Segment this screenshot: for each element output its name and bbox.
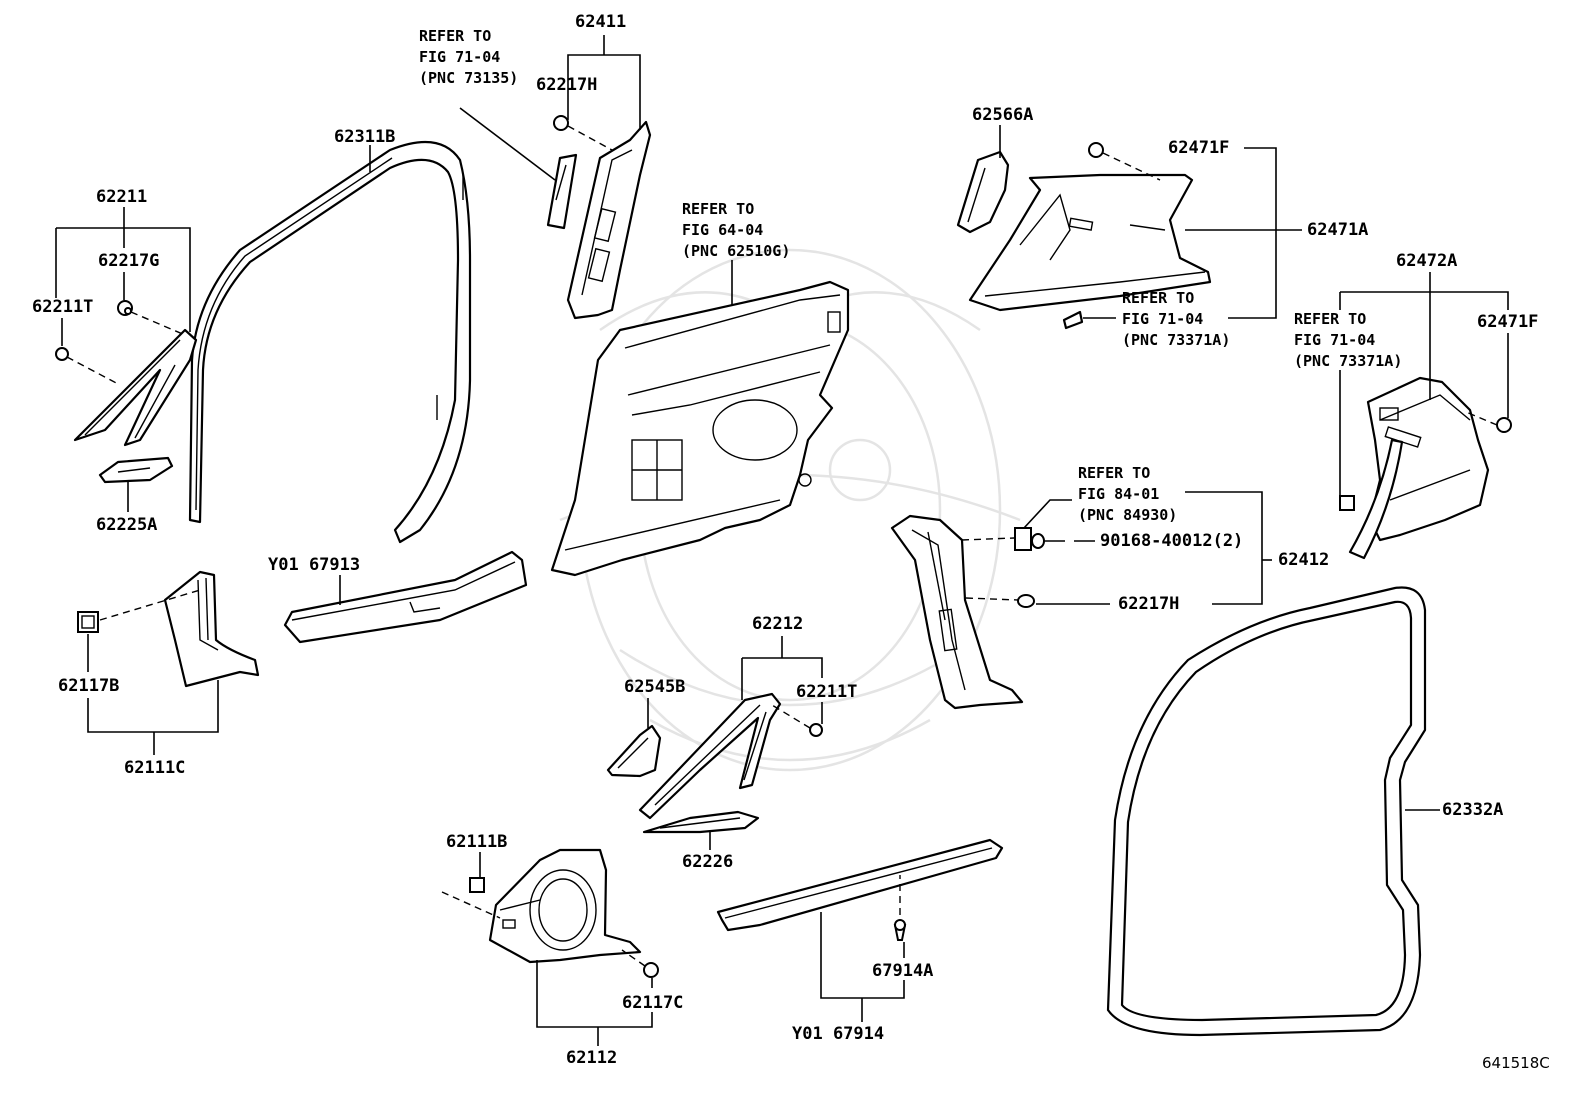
part-62311B-weatherstrip[interactable] — [188, 140, 472, 544]
dash-62117C — [621, 949, 646, 967]
label-62472A[interactable]: 62472A — [1396, 251, 1458, 271]
label-62117C[interactable]: 62117C — [622, 993, 684, 1013]
part-62510G-quarter-trim — [550, 280, 850, 577]
dash-62111B — [441, 891, 501, 919]
dash-62217H-mid — [965, 597, 1019, 601]
dash-62117B — [99, 589, 201, 621]
label-62225A[interactable]: 62225A — [96, 515, 158, 535]
label-62211T-mid[interactable]: 62211T — [796, 682, 858, 702]
bolt-90168-40012[interactable] — [1031, 533, 1065, 549]
part-Y0167914-scuff-plate[interactable] — [716, 838, 1004, 932]
label-62211T-left[interactable]: 62211T — [32, 297, 94, 317]
dash-62217G — [130, 311, 186, 336]
dash-62211T-mid — [771, 704, 811, 729]
label-62212[interactable]: 62212 — [752, 614, 804, 634]
part-Y0167913-scuff-plate[interactable] — [283, 550, 528, 644]
refer-note-73135: REFER TO FIG 71-04 (PNC 73135) — [419, 27, 519, 87]
part-62471A-quarter-trim-upper[interactable] — [968, 173, 1212, 312]
part-62566A-cover[interactable] — [956, 150, 1010, 234]
label-62471F-right[interactable]: 62471F — [1477, 312, 1539, 332]
label-62471F-top[interactable]: 62471F — [1168, 138, 1230, 158]
label-62332A[interactable]: 62332A — [1442, 800, 1504, 820]
part-62111C-cowl-side-trim[interactable] — [163, 570, 260, 688]
label-62217H-mid[interactable]: 62217H — [1118, 594, 1180, 614]
dash-84930 — [961, 537, 1015, 541]
part-73371A-clip-mid — [1062, 310, 1084, 330]
part-62412-center-pillar-lower-garnish[interactable] — [890, 514, 1024, 710]
refer-note-62510G: REFER TO FIG 64-04 (PNC 62510G) — [682, 200, 791, 260]
label-62311B[interactable]: 62311B — [334, 127, 396, 147]
dash-62471F-right — [1465, 411, 1498, 426]
label-90168-40012[interactable]: 90168-40012(2) — [1100, 531, 1244, 551]
label-67914A[interactable]: 67914A — [872, 961, 934, 981]
label-62111C[interactable]: 62111C — [124, 758, 186, 778]
label-62217G[interactable]: 62217G — [98, 251, 160, 271]
part-73371A-clip-right — [1339, 495, 1355, 511]
label-62471A[interactable]: 62471A — [1307, 220, 1369, 240]
clip-62471F-right[interactable] — [1496, 417, 1512, 433]
clip-62217G[interactable] — [117, 300, 133, 316]
part-62545B-cover[interactable] — [606, 724, 662, 778]
dash-62217H-top — [567, 125, 613, 151]
part-62226-piece[interactable] — [642, 810, 760, 834]
clip-62111B[interactable] — [469, 877, 485, 893]
clip-62217H-mid[interactable] — [1017, 594, 1035, 608]
dash-62471F-top — [1102, 152, 1161, 181]
clip-62211T-mid[interactable] — [809, 723, 823, 737]
clip-62117C[interactable] — [643, 962, 659, 978]
label-62117B[interactable]: 62117B — [58, 676, 120, 696]
refer-note-73371A-mid: REFER TO FIG 71-04 (PNC 73371A) — [1122, 289, 1231, 349]
clip-62217H-top[interactable] — [553, 115, 569, 131]
label-62111B[interactable]: 62111B — [446, 832, 508, 852]
label-Y0167914[interactable]: Y01 67914 — [792, 1024, 885, 1044]
dash-62211T — [66, 356, 121, 386]
refer-note-73371A-right: REFER TO FIG 71-04 (PNC 73371A) — [1294, 310, 1403, 370]
part-62472A-quarter-trim[interactable] — [1348, 376, 1490, 560]
part-62211-front-pillar-garnish[interactable] — [73, 328, 198, 447]
clip-62211T-left[interactable] — [55, 347, 69, 361]
label-62211[interactable]: 62211 — [96, 187, 148, 207]
part-62225A-piece[interactable] — [98, 456, 174, 484]
part-73135-ref-piece — [546, 153, 578, 230]
part-62112-speaker-trim[interactable] — [488, 848, 642, 964]
clip-84930-ref — [1014, 527, 1032, 551]
leader-lines — [55, 35, 1509, 1046]
clip-62471F-top[interactable] — [1088, 142, 1104, 158]
clip-62117B[interactable] — [77, 611, 99, 633]
label-62412[interactable]: 62412 — [1278, 550, 1330, 570]
label-62217H-top[interactable]: 62217H — [536, 75, 598, 95]
label-62566A[interactable]: 62566A — [972, 105, 1034, 125]
refer-note-84930: REFER TO FIG 84-01 (PNC 84930) — [1078, 464, 1178, 524]
part-62212-garnish[interactable] — [638, 692, 782, 820]
clip-67914A[interactable] — [893, 919, 907, 941]
label-62411[interactable]: 62411 — [575, 12, 627, 32]
label-62112[interactable]: 62112 — [566, 1048, 618, 1068]
part-62411-center-pillar-garnish[interactable] — [566, 120, 652, 320]
label-Y0167913[interactable]: Y01 67913 — [268, 555, 361, 575]
part-62332A-weatherstrip[interactable] — [1106, 586, 1427, 1037]
label-62545B[interactable]: 62545B — [624, 677, 686, 697]
figure-code: 641518C — [1482, 1054, 1550, 1072]
label-62226[interactable]: 62226 — [682, 852, 734, 872]
